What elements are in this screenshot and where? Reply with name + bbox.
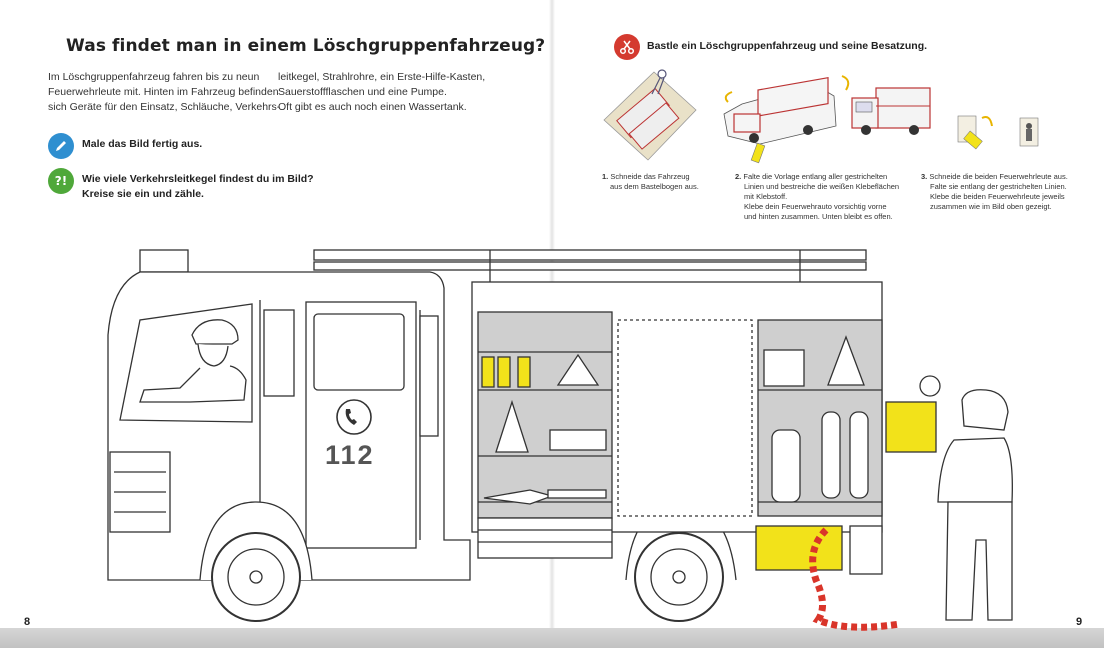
step-line: Linien und bestreiche die weißen Klebefl… xyxy=(744,182,900,191)
craft-step-1: 1. Schneide das Fahrzeug aus dem Bastelb… xyxy=(602,172,699,192)
step-line: aus dem Bastelbogen aus. xyxy=(610,182,699,191)
step-number: 1. xyxy=(602,172,609,181)
craft-header xyxy=(614,34,640,60)
craft-step-3: 3. Schneide die beiden Feuerwehrleute au… xyxy=(921,172,1068,212)
intro-line: Oft gibt es auch noch einen Wassertank. xyxy=(278,101,467,113)
fire-extinguisher xyxy=(771,429,801,503)
step-line: Falte die Vorlage entlang aller gestrich… xyxy=(743,172,888,181)
step-line: Falte sie entlang der gestrichelten Lini… xyxy=(930,182,1067,191)
firefighter-illustration xyxy=(885,375,1013,621)
page-number-left: 8 xyxy=(24,616,31,628)
step-line: zusammen wie im Bild oben gezeigt. xyxy=(930,202,1052,211)
step-line: Klebe die beiden Feuerwehrleute jeweils xyxy=(930,192,1065,201)
task-text-line: Wie viele Verkehrsleitkegel findest du i… xyxy=(82,173,314,185)
first-aid-kit xyxy=(763,349,805,387)
task-count-cones: ?! Wie viele Verkehrsleitkegel findest d… xyxy=(48,168,314,202)
page-number-right: 9 xyxy=(1076,616,1083,628)
step-line: und hinten zusammen. Unten bleibt es off… xyxy=(744,212,893,221)
traffic-cone xyxy=(556,353,600,386)
step-line: Schneide die beiden Feuerwehrleute aus. xyxy=(929,172,1068,181)
traffic-cone xyxy=(495,399,529,453)
step-line: mit Klebstoff. xyxy=(744,192,788,201)
intro-text-column-2: leitkegel, Strahlrohre, ein Erste-Hilfe-… xyxy=(278,70,485,115)
scissors-icon xyxy=(614,34,640,60)
pencil-icon xyxy=(48,133,74,159)
task-color-picture: Male das Bild fertig aus. xyxy=(48,133,202,159)
intro-line: Im Löschgruppenfahrzeug fahren bis zu ne… xyxy=(48,71,260,83)
fold-truck-illustration xyxy=(723,75,850,164)
firefighter-fold-illustration xyxy=(957,115,1039,150)
intro-line: leitkegel, Strahlrohre, ein Erste-Hilfe-… xyxy=(278,71,486,83)
fire-truck-illustration xyxy=(107,249,1013,631)
ground-strip xyxy=(0,628,1104,648)
craft-illustrations xyxy=(603,69,931,164)
intro-line: Feuerwehrleute mit. Hinten im Fahrzeug b… xyxy=(48,86,279,98)
phone-icon xyxy=(336,399,372,435)
equipment xyxy=(481,335,869,505)
traffic-cone xyxy=(827,335,865,386)
intro-line: sich Geräte für den Einsatz, Schläuche, … xyxy=(48,101,281,113)
cut-out-sheet-illustration xyxy=(603,69,697,161)
finished-truck-illustration xyxy=(851,87,931,135)
craft-step-2: 2. Falte die Vorlage entlang aller gestr… xyxy=(735,172,899,222)
task-text-block: Wie viele Verkehrsleitkegel findest du i… xyxy=(82,172,314,202)
truck-body xyxy=(471,281,883,575)
intro-line: Sauerstoffflaschen und eine Pumpe. xyxy=(278,86,447,98)
question-icon: ?! xyxy=(48,168,74,194)
craft-title: Bastle ein Löschgruppenfahrzeug und sein… xyxy=(647,40,928,52)
intro-text-column-1: Im Löschgruppenfahrzeug fahren bis zu ne… xyxy=(48,70,280,115)
task-text: Male das Bild fertig aus. xyxy=(82,138,203,150)
roof-rack xyxy=(139,249,867,282)
step-line: Klebe dein Feuerwehrauto vorsichtig vorn… xyxy=(744,202,887,211)
step-number: 2. xyxy=(735,172,742,181)
step-number: 3. xyxy=(921,172,928,181)
step-line: Schneide das Fahrzeug xyxy=(610,172,690,181)
driver-illustration xyxy=(139,319,247,403)
page-title: Was findet man in einem Löschgruppenfahr… xyxy=(66,36,546,56)
emergency-number: 112 xyxy=(325,440,375,470)
fire-hose xyxy=(809,527,901,631)
task-text-line: Kreise sie ein und zähle. xyxy=(82,188,204,200)
front-wheel xyxy=(199,501,313,622)
